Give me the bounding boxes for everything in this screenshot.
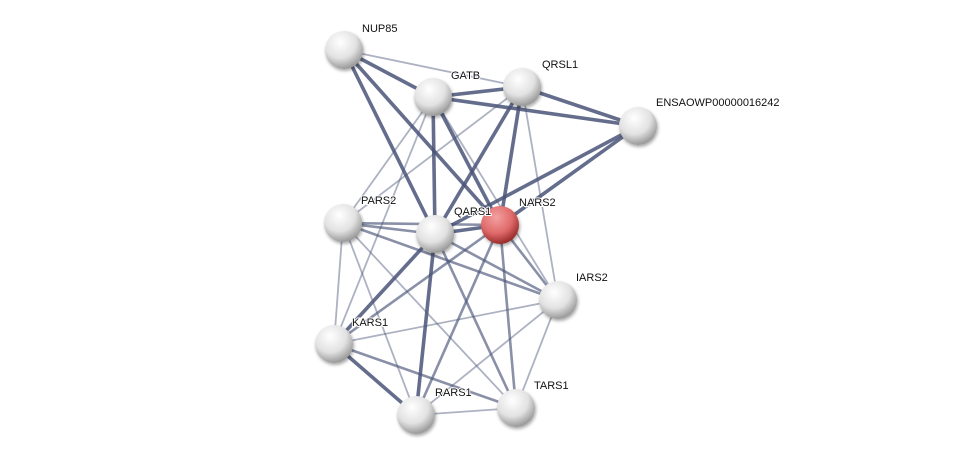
edge-qars1-kars1[interactable] — [332, 232, 437, 346]
edge-nars2-kars1[interactable] — [333, 223, 501, 346]
edge-ensaowp00000016242-nars2[interactable] — [498, 124, 640, 227]
edge-gatb-pars2[interactable] — [342, 96, 434, 224]
edge-qars1-rars1[interactable] — [414, 233, 437, 416]
edge-ensaowp00000016242-qars1[interactable] — [434, 124, 639, 236]
edge-gatb-kars1[interactable] — [333, 96, 434, 345]
edge-qrsl1-iars2[interactable] — [521, 86, 559, 301]
edge-pars2-kars1[interactable] — [333, 222, 344, 345]
edge-qrsl1-ensaowp00000016242[interactable] — [521, 85, 639, 128]
edge-pars2-tars1[interactable] — [342, 222, 517, 409]
edge-iars2-kars1[interactable] — [333, 299, 559, 345]
nodes-layer — [315, 31, 657, 434]
query-node-sphere[interactable] — [481, 206, 519, 244]
node-qrsl1-sphere[interactable] — [503, 68, 541, 106]
node-nup85-sphere[interactable] — [325, 31, 363, 69]
node-label: PARS2 — [361, 195, 396, 207]
node-label: NUP85 — [362, 23, 397, 35]
node-label: RARS1 — [435, 387, 472, 399]
node-label: KARS1 — [352, 317, 388, 329]
edge-kars1-tars1[interactable] — [333, 342, 517, 410]
edge-gatb-iars2[interactable] — [432, 96, 559, 301]
node-label: NARS2 — [519, 197, 556, 209]
node-label: TARS1 — [534, 380, 569, 392]
edge-nars2-rars1[interactable] — [414, 224, 502, 416]
node-label: QRSL1 — [542, 59, 578, 71]
node-kars1-sphere[interactable] — [315, 325, 353, 363]
node-pars2-sphere[interactable] — [324, 204, 362, 242]
edge-nup85-nars2[interactable] — [342, 48, 502, 227]
node-ensaowp00000016242-sphere[interactable] — [619, 107, 657, 145]
edge-qrsl1-pars2[interactable] — [342, 86, 523, 224]
node-label: GATB — [451, 70, 480, 82]
node-qars1-sphere[interactable] — [416, 215, 454, 253]
node-label: ENSAOWP00000016242 — [656, 97, 780, 109]
edge-iars2-rars1[interactable] — [415, 299, 559, 416]
edge-nup85-qars1[interactable] — [342, 49, 437, 235]
edge-nars2-tars1[interactable] — [498, 224, 518, 409]
edge-nup85-qrsl1[interactable] — [343, 49, 523, 88]
edge-iars2-tars1[interactable] — [515, 299, 559, 409]
node-tars1-sphere[interactable] — [497, 389, 535, 427]
edge-qrsl1-qars1[interactable] — [433, 86, 524, 235]
node-gatb-sphere[interactable] — [414, 78, 452, 116]
edge-qrsl1-nars2[interactable] — [498, 86, 524, 226]
edge-gatb-ensaowp00000016242[interactable] — [432, 95, 639, 128]
node-iars2-sphere[interactable] — [539, 281, 577, 319]
edge-pars2-rars1[interactable] — [342, 222, 417, 416]
edge-qars1-iars2[interactable] — [434, 232, 559, 302]
node-rars1-sphere[interactable] — [397, 396, 435, 434]
node-label: QARS1 — [454, 206, 491, 218]
node-label: IARS2 — [576, 272, 608, 284]
edge-gatb-qars1[interactable] — [431, 96, 437, 235]
